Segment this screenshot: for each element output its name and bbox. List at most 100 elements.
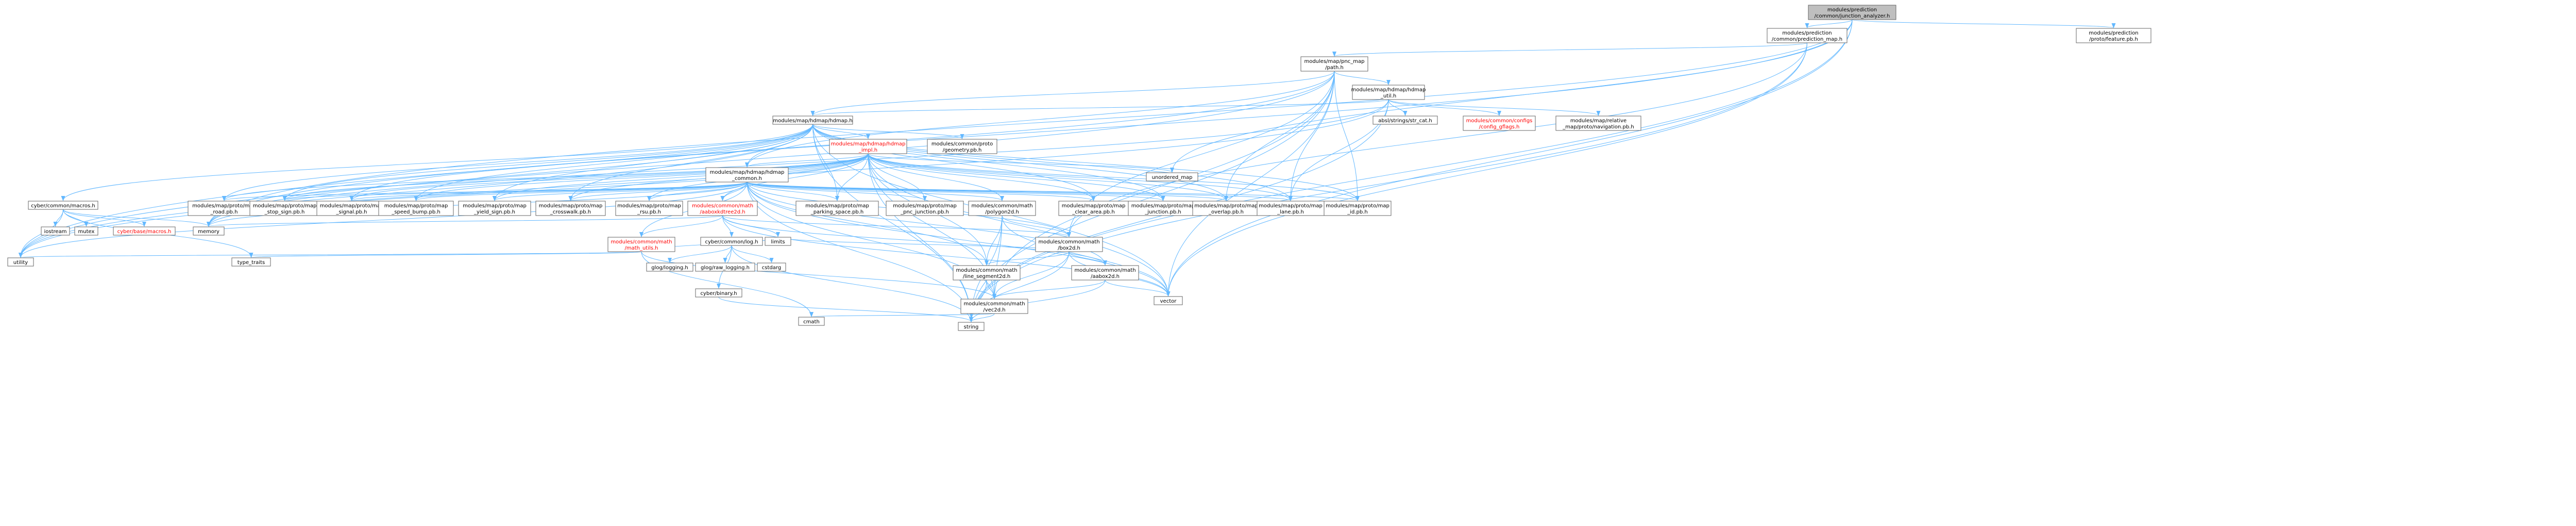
graph-node-clear-area-pb[interactable]: modules/map/proto/map_clear_area.pb.h xyxy=(1058,201,1129,216)
graph-node-box2d[interactable]: modules/common/math/box2d.h xyxy=(1035,237,1103,252)
graph-node-prediction-map[interactable]: modules/prediction/common/prediction_map… xyxy=(1767,28,1848,43)
graph-node-hdmap-util[interactable]: modules/map/hdmap/hdmap_util.h xyxy=(1351,85,1426,100)
graph-node-pnc-path[interactable]: modules/map/pnc_map/path.h xyxy=(1300,56,1368,72)
graph-node-limits[interactable]: limits xyxy=(765,237,791,246)
graph-node-vector[interactable]: vector xyxy=(1154,296,1183,305)
graph-node-base-macros[interactable]: cyber/base/macros.h xyxy=(113,226,176,236)
graph-node-glog-raw-logging[interactable]: glog/raw_logging.h xyxy=(695,262,755,272)
node-label-line: modules/map/proto/map xyxy=(192,203,256,209)
edge-prediction-map-to-box2d xyxy=(1067,42,1807,237)
graph-node-stop-sign-pb[interactable]: modules/map/proto/map_stop_sign.pb.h xyxy=(249,201,320,216)
node-box xyxy=(2076,28,2151,43)
graph-node-geometry-pb[interactable]: modules/common/proto/geometry.pb.h xyxy=(927,139,997,154)
graph-node-hdmap-h[interactable]: modules/map/hdmap/hdmap.h xyxy=(772,116,853,125)
graph-node-speed-bump-pb[interactable]: modules/map/proto/map_speed_bump.pb.h xyxy=(378,201,454,216)
graph-node-parking-space-pb[interactable]: modules/map/proto/map_parking_space.pb.h xyxy=(795,201,879,216)
node-label-line: glog/logging.h xyxy=(651,265,688,271)
edge-pnc-path-to-id-pb xyxy=(1334,71,1360,201)
graph-node-overlap-pb[interactable]: modules/map/proto/map_overlap.pb.h xyxy=(1192,201,1260,216)
edge-hdmap-common-to-string xyxy=(747,182,973,322)
edge-hdmap-util-to-relative-map-nav xyxy=(1388,99,1601,116)
edge-hdmap-common-to-parking-space-pb xyxy=(747,182,839,201)
graph-node-math-utils[interactable]: modules/common/math/math_utils.h xyxy=(607,237,675,252)
edge-pnc-path-to-lane-pb xyxy=(1289,71,1335,201)
node-label-line: vector xyxy=(1160,299,1177,304)
node-label-line: modules/map/proto/map xyxy=(1131,203,1195,209)
edge-aabox2d-to-vector xyxy=(1105,280,1171,297)
graph-node-root: modules/prediction/common/junction_analy… xyxy=(1808,5,1896,20)
graph-node-signal-pb[interactable]: modules/map/proto/map_signal.pb.h xyxy=(316,201,387,216)
edge-math-utils-to-vec2d xyxy=(641,251,996,299)
graph-node-line-segment2d[interactable]: modules/common/math/line_segment2d.h xyxy=(953,265,1021,281)
graph-node-pnc-junction-pb[interactable]: modules/map/proto/map_pnc_junction.pb.h xyxy=(886,201,964,216)
graph-node-feature-pb[interactable]: modules/prediction/proto/feature.pb.h xyxy=(2076,28,2151,43)
node-label-line: _parking_space.pb.h xyxy=(810,209,864,215)
graph-node-aabox2d[interactable]: modules/common/math/aabox2d.h xyxy=(1071,265,1139,281)
node-label-line: iostream xyxy=(44,229,67,235)
edge-polygon2d-to-line-segment2d xyxy=(985,215,1003,266)
graph-node-lane-pb[interactable]: modules/map/proto/map_lane.pb.h xyxy=(1257,201,1325,216)
graph-node-relative-map-nav[interactable]: modules/map/relative_map/proto/navigatio… xyxy=(1555,116,1641,131)
node-label-line: _rsu.pb.h xyxy=(637,209,661,215)
graph-node-utility[interactable]: utility xyxy=(7,257,34,267)
edge-hdmap-impl-to-unordered-map xyxy=(868,153,1174,173)
edge-aaboxkdtree2d-to-aabox2d xyxy=(722,215,1107,266)
graph-node-polygon2d[interactable]: modules/common/math/polygon2d.h xyxy=(968,201,1036,216)
node-label-line: modules/common/math xyxy=(956,268,1017,273)
node-label-line: /vec2d.h xyxy=(983,307,1005,313)
edge-hdmap-impl-to-stop-sign-pb xyxy=(282,153,869,201)
graph-node-type-traits[interactable]: type_traits xyxy=(231,257,271,267)
graph-node-cstdarg[interactable]: cstdarg xyxy=(757,262,786,272)
edge-hdmap-h-to-signal-pb xyxy=(349,124,813,201)
node-label-line: _crosswalk.pb.h xyxy=(550,209,591,215)
node-label-line: modules/prediction xyxy=(2089,30,2138,36)
graph-node-macros-h[interactable]: cyber/common/macros.h xyxy=(28,201,98,210)
graph-node-crosswalk-pb[interactable]: modules/map/proto/map_crosswalk.pb.h xyxy=(535,201,606,216)
node-label-line: _road.pb.h xyxy=(210,209,238,215)
edge-hdmap-common-to-vector xyxy=(747,182,1171,297)
graph-node-junction-pb[interactable]: modules/map/proto/map_junction.pb.h xyxy=(1128,201,1198,216)
edge-hdmap-impl-to-vector xyxy=(868,153,1171,297)
graph-node-glog-logging[interactable]: glog/logging.h xyxy=(646,262,693,272)
edge-hdmap-common-to-utility xyxy=(19,182,748,258)
edge-hdmap-impl-to-polygon2d xyxy=(868,153,1004,201)
graph-node-id-pb[interactable]: modules/map/proto/map_id.pb.h xyxy=(1324,201,1392,216)
node-label-line: modules/map/proto/map xyxy=(1062,203,1126,209)
node-label-line: _map/proto/navigation.pb.h xyxy=(1562,124,1634,130)
edge-hdmap-util-to-config-gflags xyxy=(1388,99,1501,116)
node-label-line: /proto/feature.pb.h xyxy=(2089,37,2138,42)
graph-node-iostream[interactable]: iostream xyxy=(41,226,70,236)
node-label-line: modules/map/pnc_map xyxy=(1304,59,1364,64)
node-label-line: /polygon2d.h xyxy=(985,209,1019,215)
graph-node-unordered-map[interactable]: unordered_map xyxy=(1146,172,1198,182)
graph-node-str-cat[interactable]: absl/strings/str_cat.h xyxy=(1372,116,1438,125)
graph-node-vec2d[interactable]: modules/common/math/vec2d.h xyxy=(960,299,1028,314)
edge-hdmap-impl-to-aaboxkdtree2d xyxy=(720,153,869,201)
node-box xyxy=(1463,116,1536,131)
graph-node-cyber-log[interactable]: cyber/common/log.h xyxy=(700,237,763,246)
edge-root-to-memory xyxy=(207,19,1853,227)
edge-aaboxkdtree2d-to-cyber-log xyxy=(722,215,734,237)
graph-node-aaboxkdtree2d[interactable]: modules/common/math/aaboxkdtree2d.h xyxy=(687,201,758,216)
node-label-line: /geometry.pb.h xyxy=(943,147,982,153)
node-label-line: /aabox2d.h xyxy=(1091,274,1120,280)
node-box xyxy=(695,288,742,298)
node-box xyxy=(1300,56,1368,72)
graph-node-hdmap-impl[interactable]: modules/map/hdmap/hdmap_impl.h xyxy=(829,139,907,154)
node-box xyxy=(1352,85,1425,100)
graph-node-road-pb[interactable]: modules/map/proto/map_road.pb.h xyxy=(188,201,261,216)
graph-node-cmath[interactable]: cmath xyxy=(798,317,825,326)
graph-node-rsu-pb[interactable]: modules/map/proto/map_rsu.pb.h xyxy=(615,201,683,216)
edge-aaboxkdtree2d-to-box2d xyxy=(722,215,1071,237)
node-box xyxy=(695,262,755,272)
graph-node-string[interactable]: string xyxy=(958,322,985,331)
node-label-line: modules/common/math xyxy=(1074,268,1136,273)
node-box xyxy=(1372,116,1438,125)
graph-node-config-gflags[interactable]: modules/common/configs/config_gflags.h xyxy=(1463,116,1536,131)
graph-node-memory[interactable]: memory xyxy=(193,226,225,236)
graph-node-cyber-binary[interactable]: cyber/binary.h xyxy=(695,288,742,298)
graph-node-hdmap-common[interactable]: modules/map/hdmap/hdmap_common.h xyxy=(705,167,789,183)
graph-node-yield-sign-pb[interactable]: modules/map/proto/map_yield_sign.pb.h xyxy=(458,201,531,216)
edge-hdmap-h-to-clear-area-pb xyxy=(812,124,1096,201)
graph-node-mutex[interactable]: mutex xyxy=(74,226,98,236)
